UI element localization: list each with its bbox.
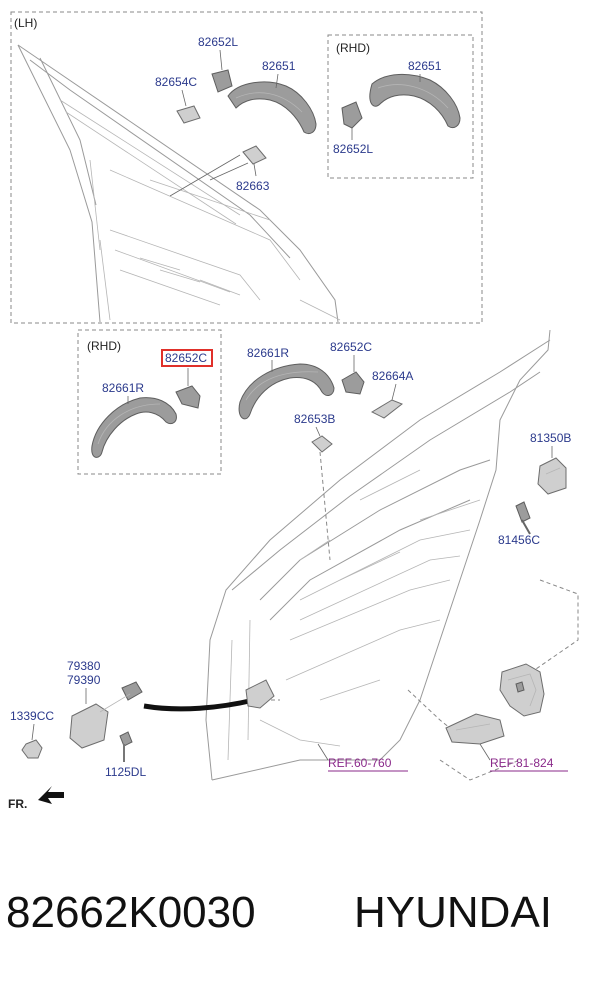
- lh-frame: [10, 11, 483, 324]
- rhd-bottom-title: (RHD): [87, 339, 121, 353]
- striker-81350B: [537, 457, 567, 495]
- cap-82652L-lh: [211, 69, 233, 93]
- cap-82652C-rhd: [175, 385, 201, 409]
- label-81350B: 81350B: [530, 431, 571, 445]
- handle-82661R-lh: [238, 363, 335, 420]
- pad-82663: [242, 145, 267, 165]
- lower-door-drawing: [205, 329, 551, 781]
- handle-82651-rhd: [369, 74, 461, 129]
- cap-82652L-rhd: [341, 101, 363, 129]
- bolt-81456C: [515, 501, 531, 523]
- highlight-82652C: [161, 349, 213, 367]
- label-82651-b: 82651: [408, 59, 442, 73]
- rhd-top-title: (RHD): [336, 41, 370, 55]
- front-arrow-icon: [38, 786, 64, 804]
- handle-82661R-rhd: [91, 397, 177, 458]
- label-82654C: 82654C: [155, 75, 197, 89]
- label-82664A: 82664A: [372, 369, 413, 383]
- label-82653B: 82653B: [294, 412, 335, 426]
- upper-door-drawing: [17, 44, 341, 323]
- label-82651-a: 82651: [262, 59, 296, 73]
- handle-82651-lh: [227, 81, 317, 135]
- label-82661R-b: 82661R: [247, 346, 289, 360]
- pad-82653B: [311, 435, 333, 453]
- label-82652C-a: 82652C: [165, 351, 207, 365]
- label-1125DL: 1125DL: [105, 765, 146, 779]
- gasket-82654C: [176, 105, 201, 124]
- direction-label: FR.: [8, 797, 27, 811]
- ref-81-824: REF.81-824: [490, 756, 554, 770]
- ref-60-760: REF.60-760: [328, 756, 392, 770]
- label-82661R-a: 82661R: [102, 381, 144, 395]
- caption-part-number: 82662K0030: [6, 888, 256, 937]
- label-82663: 82663: [236, 179, 270, 193]
- label-82652L-a: 82652L: [198, 35, 238, 49]
- label-79380: 79380: [67, 659, 101, 673]
- label-79390: 79390: [67, 673, 101, 687]
- caption-brand: HYUNDAI: [354, 888, 552, 937]
- bolt-1125DL: [119, 731, 133, 747]
- rhd-bottom-frame: [77, 329, 222, 475]
- lh-title: (LH): [14, 16, 37, 30]
- cap-82652C-lh: [341, 371, 365, 395]
- nut-1339CC: [21, 739, 43, 759]
- label-82652C-b: 82652C: [330, 340, 372, 354]
- latch-assembly: [445, 663, 545, 745]
- door-checker: [69, 679, 275, 749]
- rhd-top-frame: [327, 34, 474, 179]
- label-82652L-b: 82652L: [333, 142, 373, 156]
- label-81456C: 81456C: [498, 533, 540, 547]
- gasket-82664A: [370, 399, 403, 419]
- label-1339CC: 1339CC: [10, 709, 54, 723]
